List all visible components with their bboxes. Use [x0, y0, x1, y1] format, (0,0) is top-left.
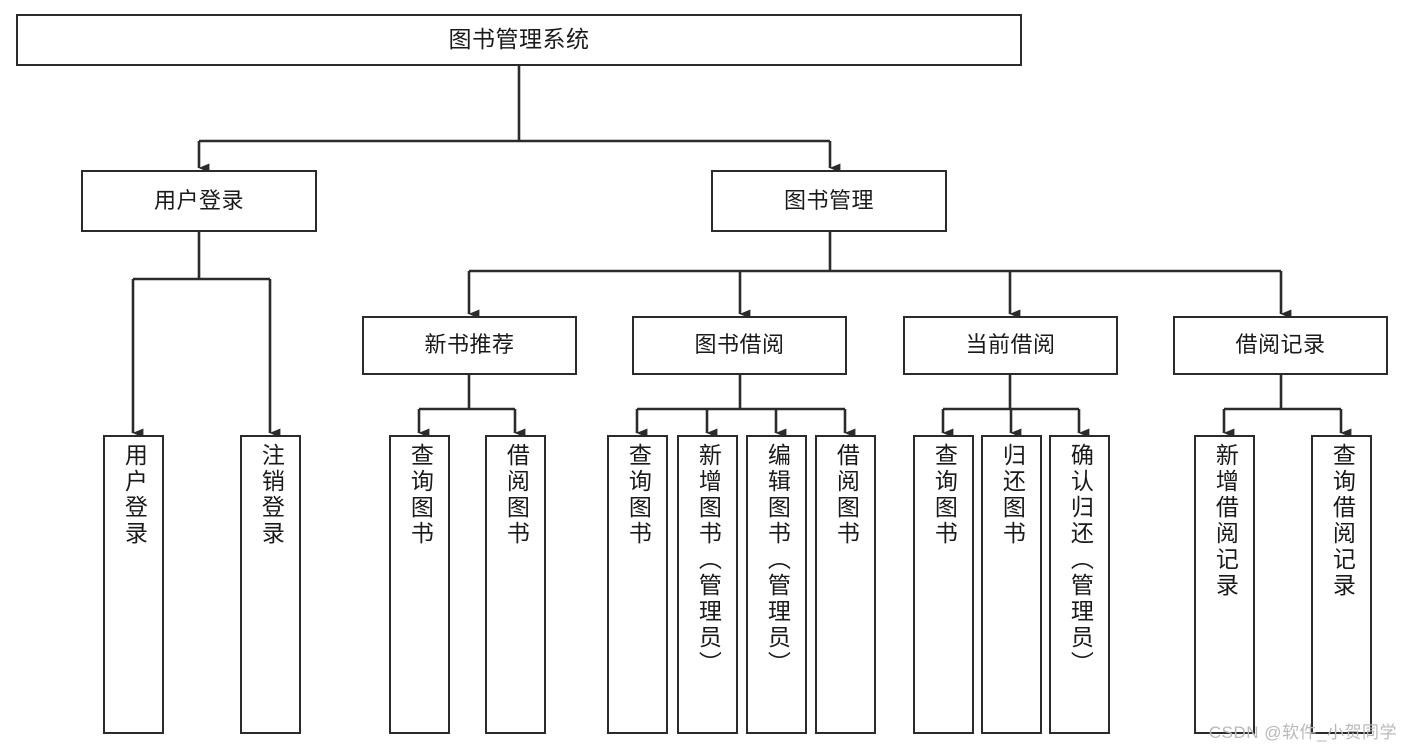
- node-leaf-edit-book-label: 编辑图书（管理员）: [764, 443, 791, 677]
- node-leaf-borrow-book-2[interactable]: 借阅图书: [815, 435, 876, 734]
- node-leaf-logout-login[interactable]: 注销登录: [240, 435, 301, 734]
- node-leaf-confirm-return[interactable]: 确认归还（管理员）: [1049, 435, 1110, 734]
- node-leaf-return-book[interactable]: 归还图书: [981, 435, 1042, 734]
- node-leaf-add-book-label: 新增图书（管理员）: [695, 443, 722, 677]
- node-user-login-label: 用户登录: [153, 187, 244, 213]
- node-leaf-query-book-3-label: 查询图书: [931, 443, 958, 547]
- node-user-login[interactable]: 用户登录: [81, 170, 317, 232]
- node-leaf-query-book-1-label: 查询图书: [407, 443, 434, 547]
- node-book-borrow[interactable]: 图书借阅: [632, 316, 847, 375]
- node-leaf-borrow-book-1[interactable]: 借阅图书: [485, 435, 546, 734]
- node-leaf-query-record[interactable]: 查询借阅记录: [1311, 435, 1372, 734]
- node-leaf-add-book[interactable]: 新增图书（管理员）: [677, 435, 738, 734]
- node-new-book-recommend[interactable]: 新书推荐: [362, 316, 577, 375]
- node-leaf-add-record-label: 新增借阅记录: [1212, 443, 1239, 599]
- node-leaf-borrow-book-2-label: 借阅图书: [833, 443, 860, 547]
- node-leaf-return-book-label: 归还图书: [999, 443, 1026, 547]
- node-leaf-query-book-3[interactable]: 查询图书: [913, 435, 974, 734]
- node-root-label: 图书管理系统: [448, 26, 590, 53]
- node-book-manage[interactable]: 图书管理: [711, 170, 947, 232]
- node-leaf-user-login-label: 用户登录: [121, 443, 148, 547]
- node-book-manage-label: 图书管理: [783, 187, 874, 213]
- node-root[interactable]: 图书管理系统: [16, 14, 1022, 66]
- node-current-borrow-label: 当前借阅: [965, 332, 1056, 358]
- node-leaf-user-login[interactable]: 用户登录: [103, 435, 164, 734]
- node-current-borrow[interactable]: 当前借阅: [903, 316, 1118, 375]
- node-leaf-add-record[interactable]: 新增借阅记录: [1194, 435, 1255, 734]
- node-borrow-record-label: 借阅记录: [1235, 332, 1326, 358]
- node-borrow-record[interactable]: 借阅记录: [1173, 316, 1388, 375]
- node-leaf-edit-book[interactable]: 编辑图书（管理员）: [746, 435, 807, 734]
- node-leaf-query-book-2-label: 查询图书: [625, 443, 652, 547]
- node-leaf-query-record-label: 查询借阅记录: [1329, 443, 1356, 599]
- node-leaf-borrow-book-1-label: 借阅图书: [503, 443, 530, 547]
- node-book-borrow-label: 图书借阅: [694, 332, 785, 358]
- node-leaf-query-book-1[interactable]: 查询图书: [389, 435, 450, 734]
- node-new-book-recommend-label: 新书推荐: [424, 332, 515, 358]
- node-leaf-query-book-2[interactable]: 查询图书: [607, 435, 668, 734]
- node-leaf-confirm-return-label: 确认归还（管理员）: [1067, 443, 1094, 677]
- node-leaf-logout-login-label: 注销登录: [258, 443, 285, 547]
